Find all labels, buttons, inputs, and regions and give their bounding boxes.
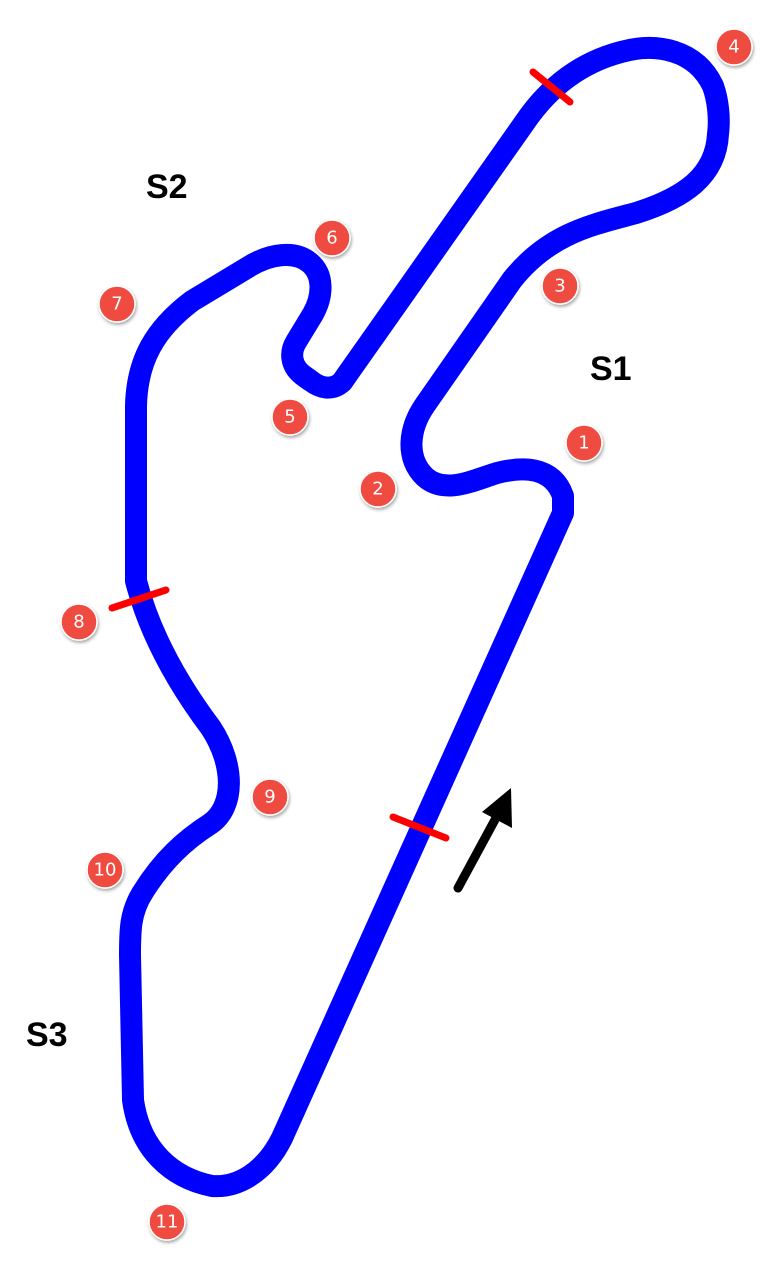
svg-text:3: 3 — [554, 276, 565, 297]
svg-text:11: 11 — [156, 1212, 179, 1233]
sector-label-s3: S3 — [26, 1016, 68, 1054]
svg-text:8: 8 — [73, 612, 84, 633]
sector-label-s2: S2 — [146, 168, 188, 206]
svg-text:6: 6 — [326, 228, 337, 249]
svg-text:5: 5 — [284, 407, 295, 428]
turn-badge-9: 9 — [251, 778, 289, 816]
track-outline — [119, 37, 730, 1198]
svg-text:9: 9 — [264, 787, 275, 808]
turn-badge-5: 5 — [271, 398, 309, 436]
start-finish-marker — [389, 813, 450, 842]
turn-badge-11: 11 — [148, 1203, 186, 1241]
svg-text:4: 4 — [728, 37, 739, 58]
turn-badge-7: 7 — [98, 285, 136, 323]
turn-badge-10: 10 — [86, 851, 124, 889]
turn-badge-8: 8 — [60, 603, 98, 641]
svg-text:10: 10 — [94, 860, 117, 881]
svg-text:7: 7 — [111, 294, 122, 315]
sector-label-s1: S1 — [590, 350, 632, 388]
turn-badge-6: 6 — [313, 219, 351, 257]
svg-text:2: 2 — [372, 479, 383, 500]
turn-badge-4: 4 — [715, 28, 753, 66]
sector-marker-s1-s2 — [529, 68, 574, 106]
sector-marker-s2-s3 — [108, 586, 170, 612]
direction-arrow-icon — [453, 788, 512, 893]
svg-text:1: 1 — [578, 433, 589, 454]
turn-badge-2: 2 — [359, 470, 397, 508]
turn-badge-1: 1 — [565, 424, 603, 462]
turn-badge-3: 3 — [541, 267, 579, 305]
